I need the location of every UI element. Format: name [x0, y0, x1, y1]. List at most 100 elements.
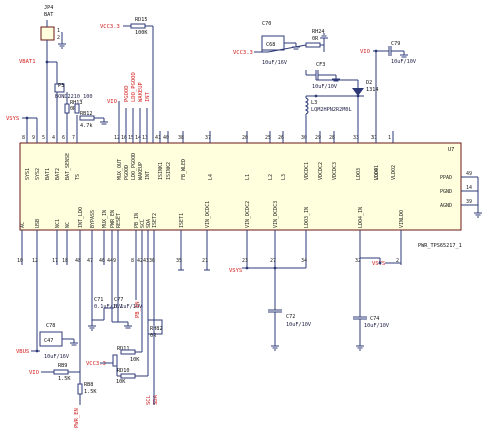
- bottom-pin-label: LDO3_IN: [304, 207, 310, 228]
- top-pin-number: 16: [121, 135, 127, 141]
- top-pin-number: 41: [155, 135, 161, 141]
- bottom-pin-number: 47: [87, 258, 93, 264]
- bottom-pin-number: 17: [52, 258, 58, 264]
- bottom-mid-circuit: PB_IN RH82 0R VCC3.3 RD11 10K RD10 10K S…: [86, 265, 163, 405]
- pin-agnd-num: 39: [466, 199, 472, 205]
- top-pin-number: 37: [205, 135, 211, 141]
- top-pin-number: 28: [329, 135, 335, 141]
- c78-value: 10uF/16V: [44, 354, 69, 360]
- bottom-pins: 10AC12USB17NC118NC48INT_LDO47BYPASS46MUX…: [17, 201, 405, 265]
- top-pin-number: 7: [72, 135, 75, 141]
- top-pin-label: VLDO1: [374, 165, 380, 180]
- top-pin-label: BAT_SENSE: [65, 153, 71, 180]
- jp4-ref: JP4: [44, 5, 53, 11]
- pin-pgnd-num: 14: [466, 185, 472, 191]
- c47-ref: C47: [44, 338, 53, 344]
- rd10-value: 10K: [116, 379, 126, 385]
- pin-ppad-num: 49: [466, 171, 472, 177]
- svg-text:0R: 0R: [70, 106, 77, 112]
- top-pin-label: PGOOD: [124, 165, 130, 180]
- top-pin-number: 30: [301, 135, 307, 141]
- bottom-pin-label: SCL: [140, 219, 146, 228]
- top-pin-label: INT: [145, 171, 151, 180]
- bottom-pin-number: 48: [75, 258, 81, 264]
- net-vsys-mid: VSYS: [229, 268, 242, 274]
- bottom-pin-number: 10: [17, 258, 23, 264]
- bottom-pin-label: BYPASS: [90, 210, 96, 228]
- bottom-pin-label: PWR_EN: [110, 210, 116, 228]
- bottom-pin-label: PB_IN: [134, 213, 140, 228]
- top-pin-label: ISINK2: [166, 162, 172, 180]
- c74-ref: C74: [370, 316, 379, 322]
- bottom-pin-label: VIN_DCDC2: [245, 201, 251, 228]
- bottom-pin-label: VINLDO: [399, 210, 405, 228]
- net-pb-in: PB_IN: [135, 301, 141, 318]
- c68-value: 10uF/16V: [262, 60, 287, 66]
- top-pin-number: 38: [178, 135, 184, 141]
- top-pin-label: VDCDC3: [332, 162, 338, 180]
- bottom-pin-label: VIN_DCDC3: [273, 201, 279, 228]
- rd10-ref: RD10: [117, 368, 130, 374]
- top-pin-label: MUX_OUT: [117, 159, 123, 180]
- top-pin-label: LDO_PGOOD: [131, 153, 137, 180]
- top-pin-label: VLDO2: [391, 165, 397, 180]
- c79-value: 10uF/10V: [391, 59, 416, 65]
- top-pin-label: TS: [75, 174, 81, 180]
- top-pin-number: 25: [265, 135, 271, 141]
- bottom-pin-number: 27: [270, 258, 276, 264]
- net-vcc33-bottom: VCC3.3: [86, 361, 106, 367]
- rb8-ref: RB8: [84, 382, 93, 388]
- top-pin-number: 3: [371, 135, 374, 141]
- net-scl: SCL: [146, 394, 152, 405]
- bottom-right-circuit: VSYS C72 10uF/10V VSYS C74 10uF/10V: [178, 257, 402, 351]
- bottom-left-circuit: C78 C47 10uF/16V VBUS VIO RB9 1.5K RB8 1…: [16, 260, 142, 428]
- net-vcc33-right: VCC3.3: [233, 50, 253, 56]
- top-pin-label: BAT1: [45, 168, 51, 180]
- top-pin-number: 14: [135, 135, 141, 141]
- top-pin-number: 20: [242, 135, 248, 141]
- pin-pgnd-label: PGND: [440, 189, 452, 195]
- l3-value: LQM2HPN2R2M0L: [311, 107, 352, 113]
- top-pin-label: L2: [268, 174, 274, 180]
- c79-ref: C79: [391, 41, 400, 47]
- top-pin-label: BAT2: [55, 168, 61, 180]
- bottom-pin-number: 2: [396, 258, 399, 264]
- bottom-pin-label: ISET1: [179, 213, 185, 228]
- top-pin-label: L4: [208, 174, 214, 180]
- net-vio-top: VIO: [107, 99, 117, 105]
- svg-text:1: 1: [57, 28, 60, 34]
- ic-part-label: PWR_TPS65217_1: [418, 243, 462, 249]
- bottom-pin-label: AC: [20, 222, 26, 228]
- rb9-value: 1.5K: [58, 376, 71, 382]
- top-pin-number: 4: [52, 135, 55, 141]
- pin-ppad-label: PPAD: [440, 175, 452, 181]
- top-pin-number: 31: [371, 135, 377, 141]
- net-ldo-pgood: LDO_PGOOD: [131, 72, 137, 102]
- bottom-pin-number: 42: [137, 258, 143, 264]
- top-pin-number: 15: [128, 135, 134, 141]
- net-pwr-en: PWR_EN: [74, 408, 80, 428]
- top-pin-label: L1: [245, 174, 251, 180]
- bottom-pin-number: 18: [62, 258, 68, 264]
- rd15-ref: RD15: [135, 17, 148, 23]
- bottom-pin-number: 35: [176, 258, 182, 264]
- ic-ref-label: U7: [448, 147, 454, 153]
- rb-bank-ref: RH82: [150, 326, 163, 332]
- rb12-value: 4.7k: [80, 123, 93, 129]
- top-pin-number: 6: [62, 135, 65, 141]
- bottom-pin-number: 8: [131, 258, 134, 264]
- upper-right-circuit: C70 VCC3.3 C68 10uF/16V RH24 0R CF3 10uF…: [233, 21, 416, 143]
- bat-wiring: P3 BOND2210_100 RH13 0R RB12 4.7k: [46, 61, 108, 143]
- cf3-ref: CF3: [316, 62, 325, 68]
- bottom-pin-label: NC1: [55, 219, 61, 228]
- svg-text:2: 2: [57, 35, 60, 41]
- d2-value: 1314: [366, 87, 379, 93]
- bottom-pin-label: INT_LDO: [78, 207, 84, 228]
- bottom-pin-number: 46: [99, 258, 105, 264]
- top-pin-label: SYS1: [25, 168, 31, 180]
- jp4-body: [40, 26, 55, 41]
- rh24-ref: RH24: [312, 29, 325, 35]
- bottom-pin-label: ISET2: [152, 213, 158, 228]
- bottom-pin-number: 34: [301, 258, 307, 264]
